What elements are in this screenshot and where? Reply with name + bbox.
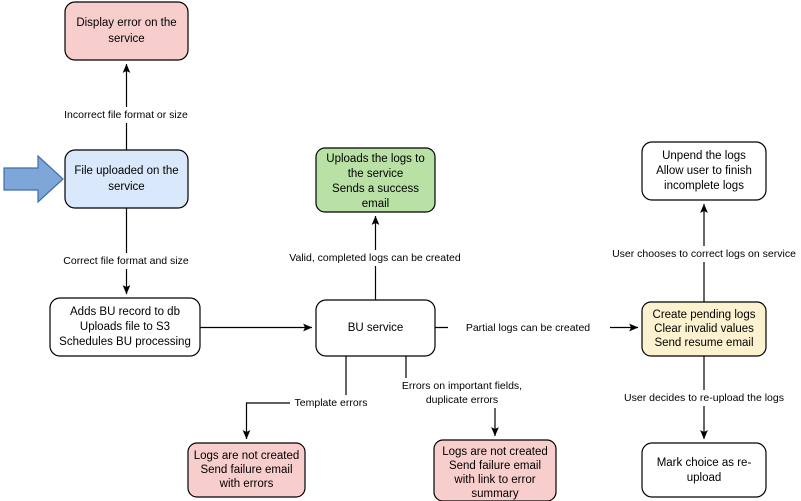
node-logs-not-created-errors-line-2: Send failure email <box>200 464 292 476</box>
node-bu-service-label: BU service <box>348 322 404 334</box>
edge-incorrect-file-format: Incorrect file format or size <box>40 63 214 150</box>
edge-label-important-field-errors-line2: duplicate errors <box>426 394 498 406</box>
edge-label-valid-completed-logs: Valid, completed logs can be created <box>289 252 461 264</box>
node-bu-service[interactable]: BU service <box>315 299 436 357</box>
node-mark-choice-reupload-line-2: upload <box>687 472 722 484</box>
edge-label-important-field-errors-line1: Errors on important fields, <box>402 380 522 392</box>
node-unpend-logs-line-1: Unpend the logs <box>662 150 746 162</box>
node-unpend-logs-line-2: Allow user to finish <box>656 165 752 177</box>
node-logs-not-created-link[interactable]: Logs are not created Send failure email … <box>433 439 557 501</box>
node-display-error-line-1: Display error on the <box>76 17 176 29</box>
edge-user-corrects-logs: User chooses to correct logs on service <box>607 203 801 302</box>
node-bu-service-shape[interactable] <box>315 299 436 357</box>
node-unpend-logs-line-3: incomplete logs <box>664 180 744 192</box>
edge-label-correct-file-format: Correct file format and size <box>63 255 189 267</box>
node-mark-choice-reupload[interactable]: Mark choice as re- upload <box>641 442 767 498</box>
node-logs-not-created-errors-line-1: Logs are not created <box>194 450 300 462</box>
node-logs-not-created-errors-shape[interactable] <box>187 442 306 498</box>
edge-correct-file-format: Correct file format and size <box>44 208 210 295</box>
node-uploads-logs-line-4: email <box>362 198 389 210</box>
node-adds-bu-record-line-3: Schedules BU processing <box>59 336 191 348</box>
edge-important-field-errors: Errors on important fields, duplicate er… <box>388 356 538 437</box>
node-adds-bu-record-shape[interactable] <box>49 297 201 357</box>
node-display-error-shape[interactable] <box>64 1 189 61</box>
node-logs-not-created-link-line-4: summary <box>471 488 519 500</box>
edge-label-user-corrects-logs: User chooses to correct logs on service <box>612 248 796 260</box>
node-file-uploaded-line-1: File uploaded on the <box>74 165 178 177</box>
node-logs-not-created-errors[interactable]: Logs are not created Send failure email … <box>187 442 306 498</box>
node-create-pending-logs-line-3: Send resume email <box>654 337 753 349</box>
edge-template-errors: Template errors <box>242 356 372 440</box>
node-file-uploaded[interactable]: File uploaded on the service <box>64 149 189 209</box>
node-logs-not-created-errors-line-3: with errors <box>219 478 274 490</box>
node-uploads-logs-line-3: Sends a success <box>332 183 419 195</box>
node-uploads-logs-line-2: the service <box>348 168 404 180</box>
node-create-pending-logs-line-2: Clear invalid values <box>654 323 754 335</box>
node-file-uploaded-shape[interactable] <box>64 149 189 209</box>
node-mark-choice-reupload-line-1: Mark choice as re- <box>657 457 752 469</box>
node-logs-not-created-link-line-1: Logs are not created <box>442 446 548 458</box>
input-block-arrow <box>3 154 64 204</box>
node-file-uploaded-line-2: service <box>108 181 144 193</box>
edge-valid-completed-logs: Valid, completed logs can be created <box>268 215 483 300</box>
node-uploads-logs[interactable]: Uploads the logs to the service Sends a … <box>315 147 436 213</box>
node-mark-choice-reupload-shape[interactable] <box>641 442 767 498</box>
node-adds-bu-record[interactable]: Adds BU record to db Uploads file to S3 … <box>49 297 201 357</box>
node-display-error[interactable]: Display error on the service <box>64 1 189 61</box>
node-adds-bu-record-line-2: Uploads file to S3 <box>80 321 170 333</box>
node-create-pending-logs-line-1: Create pending logs <box>653 309 756 321</box>
edge-label-incorrect-file-format: Incorrect file format or size <box>64 109 188 121</box>
edge-label-partial-logs: Partial logs can be created <box>466 322 590 334</box>
edge-partial-logs: Partial logs can be created <box>435 320 639 336</box>
edge-label-template-errors: Template errors <box>295 397 368 409</box>
node-create-pending-logs[interactable]: Create pending logs Clear invalid values… <box>641 301 767 357</box>
node-unpend-logs[interactable]: Unpend the logs Allow user to finish inc… <box>641 141 767 201</box>
node-adds-bu-record-line-1: Adds BU record to db <box>70 306 180 318</box>
node-logs-not-created-link-line-3: with link to error <box>453 474 535 486</box>
node-uploads-logs-shape[interactable] <box>315 147 436 213</box>
node-logs-not-created-link-line-2: Send failure email <box>449 460 541 472</box>
node-create-pending-logs-shape[interactable] <box>641 301 767 357</box>
node-unpend-logs-shape[interactable] <box>641 141 767 201</box>
node-display-error-line-2: service <box>108 33 144 45</box>
node-logs-not-created-link-shape[interactable] <box>433 439 557 501</box>
edge-label-user-reupload-logs: User decides to re-upload the logs <box>624 392 784 404</box>
node-uploads-logs-line-1: Uploads the logs to <box>326 153 424 165</box>
edge-user-reupload-logs: User decides to re-upload the logs <box>616 356 792 440</box>
